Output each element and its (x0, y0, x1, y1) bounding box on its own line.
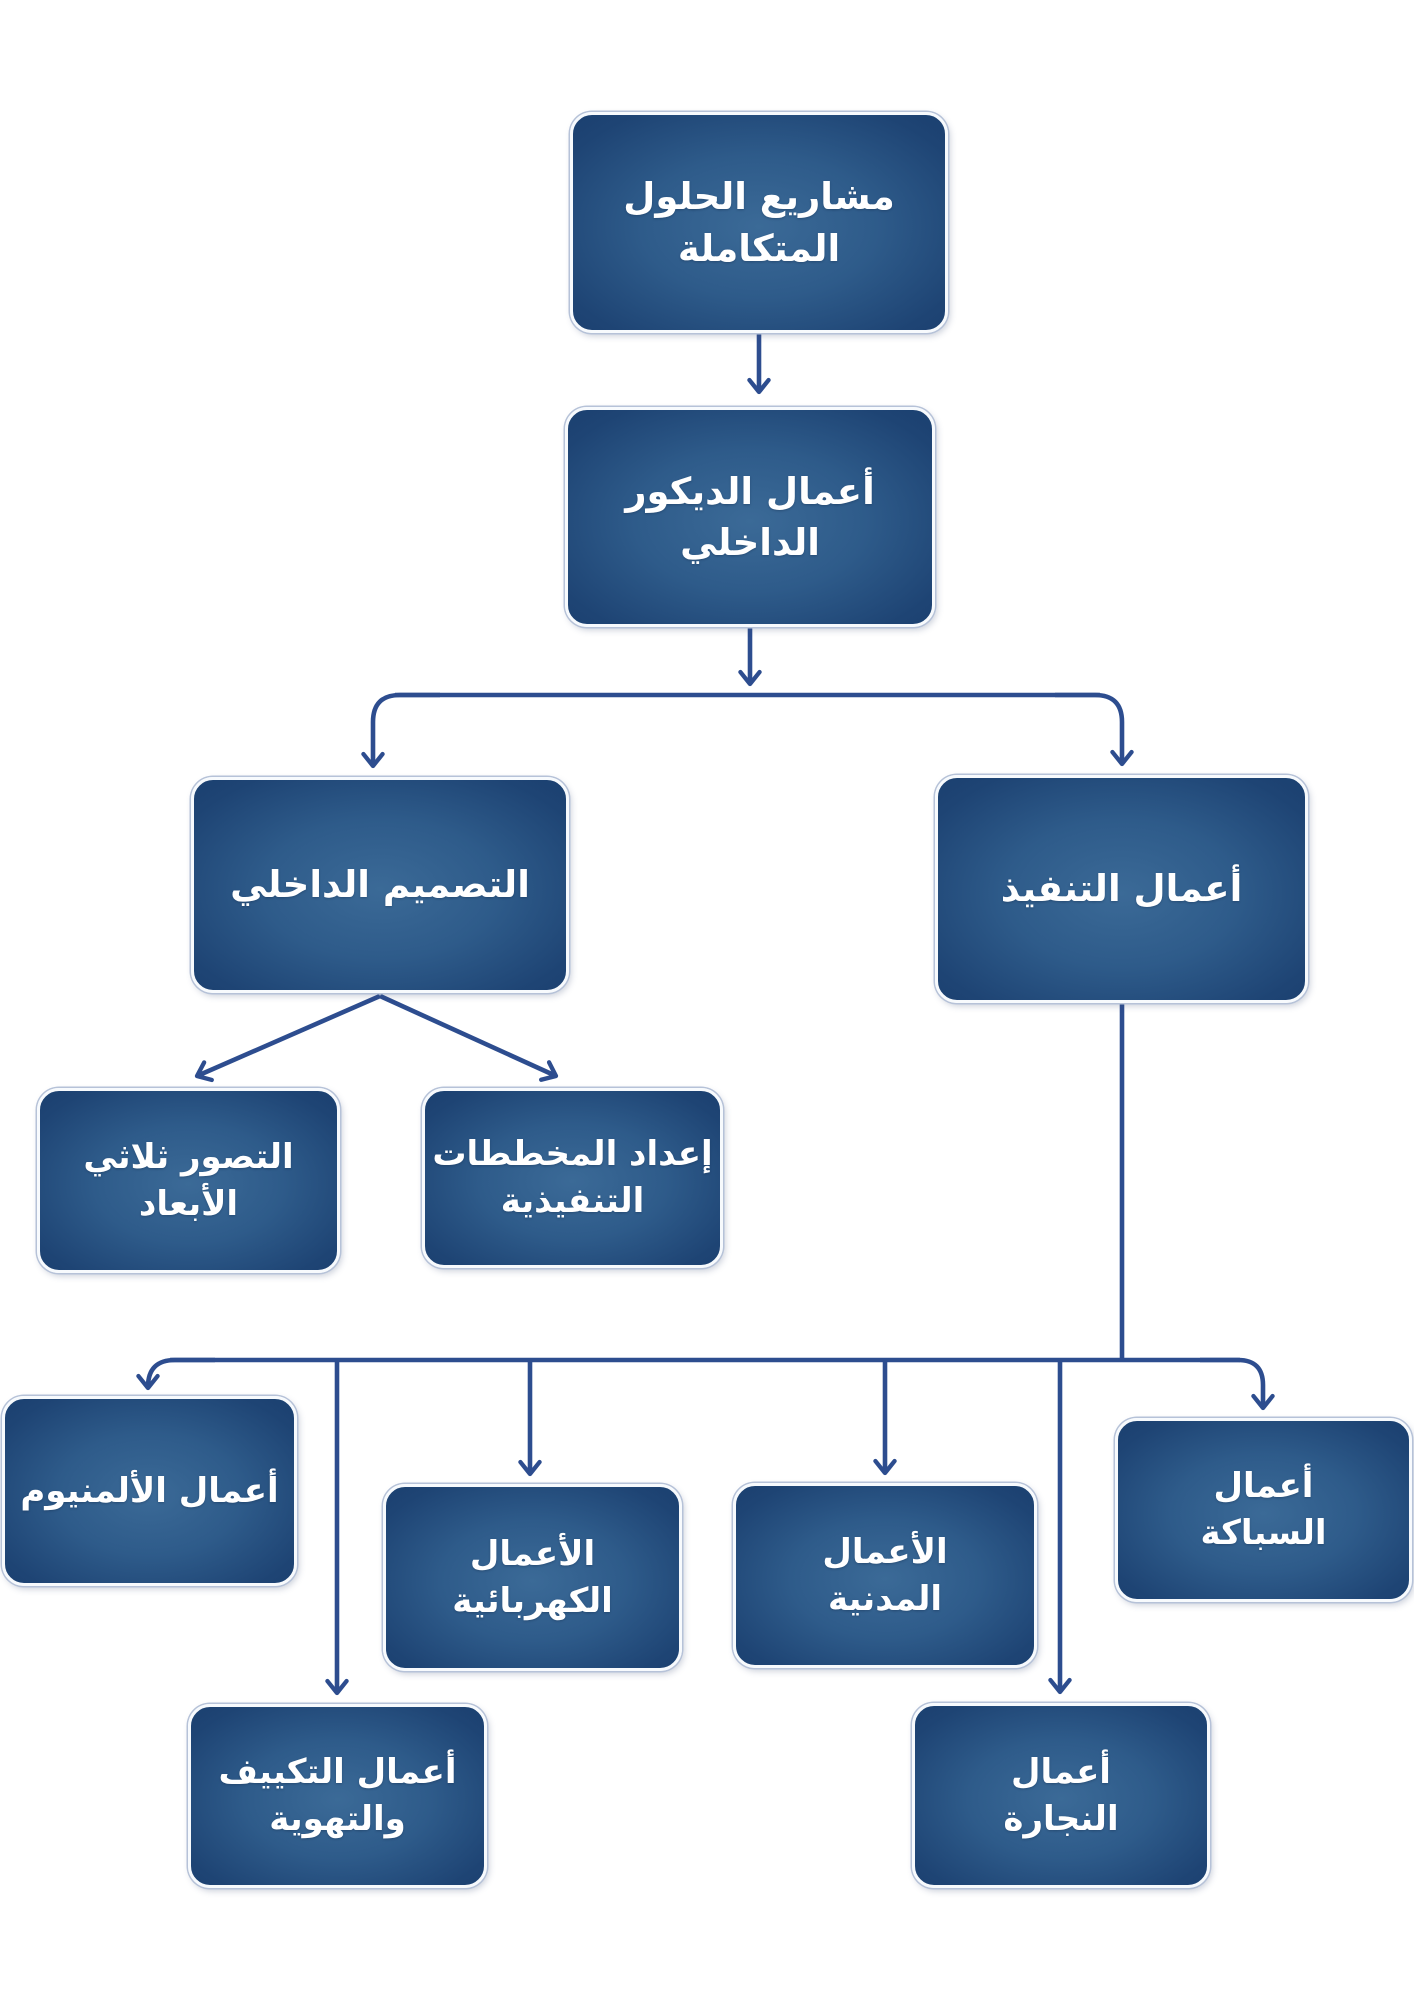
node-hvac-works-label: أعمال التكييف والتهوية (218, 1752, 457, 1839)
edge-rail-to-plumbing (1200, 1357, 1275, 1411)
node-electrical-works: الأعمال الكهربائية (383, 1484, 682, 1671)
node-execution-works-label: أعمال التنفيذ (1000, 867, 1243, 911)
edge-design-to-plans (379, 993, 559, 1082)
node-electrical-works-label: الأعمال الكهربائية (452, 1533, 613, 1621)
edge-rail-to-design (361, 692, 440, 769)
node-aluminum-works: أعمال الألمنيوم (2, 1396, 297, 1586)
node-3d-visualization: التصور ثلاثي الأبعاد (37, 1088, 340, 1273)
node-carpentry-works-label: أعمال النجارة (1003, 1751, 1119, 1839)
node-plumbing-works: أعمال السباكة (1115, 1418, 1412, 1602)
node-execution-works: أعمال التنفيذ (935, 775, 1308, 1003)
node-integrated-solutions-label: مشاريع الحلول المتكاملة (623, 175, 895, 270)
node-interior-design: التصميم الداخلي (191, 777, 569, 993)
node-executive-plans-label: إعداد المخططات التنفيذية (432, 1134, 713, 1221)
node-interior-decoration: أعمال الديكور الداخلي (565, 407, 935, 627)
node-aluminum-works-label: أعمال الألمنيوم (20, 1470, 279, 1511)
node-interior-decoration-label: أعمال الديكور الداخلي (625, 469, 875, 564)
node-civil-works: الأعمال المدنية (733, 1483, 1037, 1668)
node-carpentry-works: أعمال النجارة (912, 1703, 1210, 1888)
node-hvac-works: أعمال التكييف والتهوية (188, 1704, 487, 1888)
node-executive-plans: إعداد المخططات التنفيذية (422, 1088, 723, 1268)
node-integrated-solutions: مشاريع الحلول المتكاملة (570, 112, 948, 333)
node-interior-design-label: التصميم الداخلي (230, 863, 530, 907)
node-3d-visualization-label: التصور ثلاثي الأبعاد (83, 1136, 294, 1224)
edge-rail-to-execution (1055, 692, 1134, 767)
edge-rail-to-aluminum (136, 1357, 215, 1391)
node-plumbing-works-label: أعمال السباكة (1200, 1466, 1327, 1553)
edge-design-to-visualization (194, 993, 381, 1083)
node-civil-works-label: الأعمال المدنية (822, 1531, 948, 1619)
